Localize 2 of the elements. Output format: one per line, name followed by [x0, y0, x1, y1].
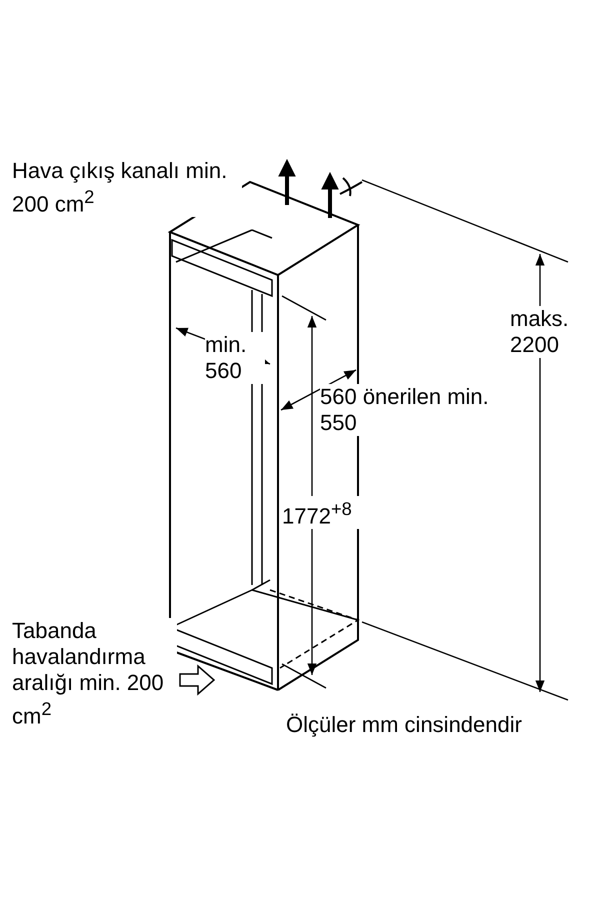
depth-dimension-label: 560 önerilen min. 550: [320, 384, 490, 436]
width-dimension-label: min. 560: [205, 332, 265, 384]
